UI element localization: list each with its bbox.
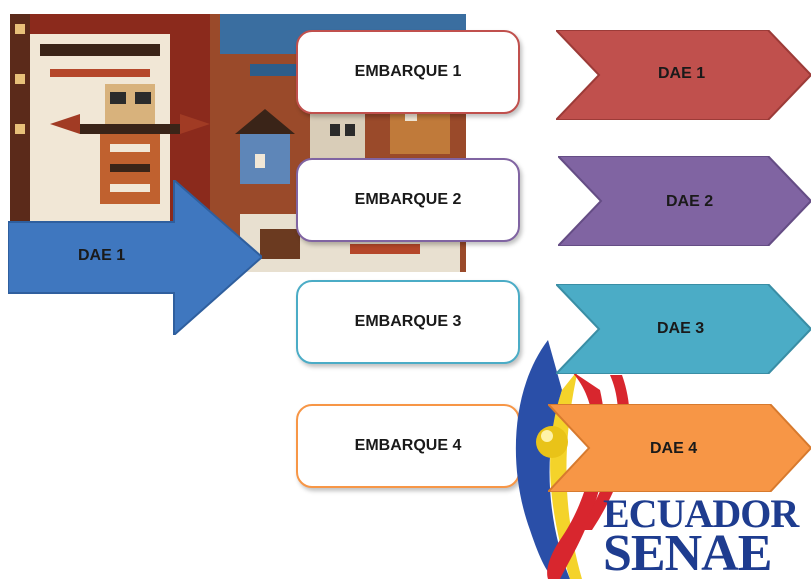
- source-arrow: [8, 180, 262, 335]
- embarque-4-box: EMBARQUE 4: [296, 404, 520, 488]
- dae-1-chevron: [556, 30, 811, 120]
- source-arrow-label: DAE 1: [78, 247, 126, 264]
- dae-2-chevron: [558, 156, 811, 246]
- embarque-3-box: EMBARQUE 3: [296, 280, 520, 364]
- logo-text-senae: SENAE: [603, 525, 772, 582]
- logo-text-ecuador: ECUADOR: [603, 491, 799, 536]
- dae-3-chevron: [556, 284, 811, 374]
- dae-4-chevron: [548, 404, 811, 492]
- dae-1-label: DAE 1: [658, 65, 706, 82]
- dae-3-label: DAE 3: [657, 320, 705, 337]
- embarque-2-box: EMBARQUE 2: [296, 158, 520, 242]
- dae-4-label: DAE 4: [650, 440, 698, 457]
- source-arrow-shape: [8, 180, 262, 335]
- dae-2-label: DAE 2: [666, 193, 714, 210]
- embarque-1-box: EMBARQUE 1: [296, 30, 520, 114]
